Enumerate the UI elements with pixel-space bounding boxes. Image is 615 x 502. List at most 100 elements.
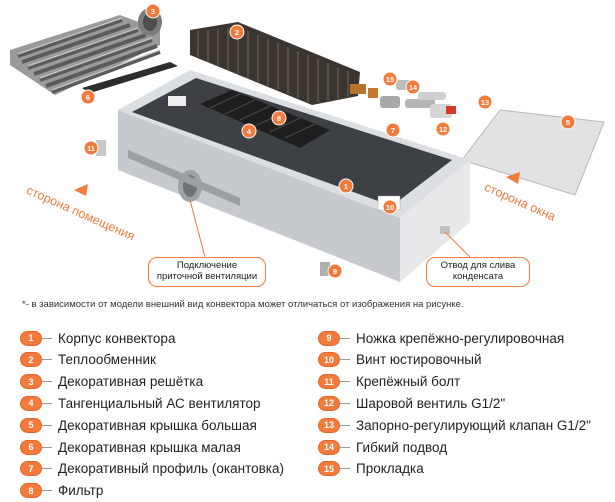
condensate-callout: Отвод для слива конденсата (426, 257, 530, 287)
mounting-bracket (96, 140, 106, 156)
legend-item-13: 13 Запорно-регулирующий клапан G1/2" (318, 415, 591, 435)
legend-connector-line (340, 381, 350, 383)
legend-label: Декоративный профиль (окантовка) (58, 461, 285, 477)
legend-number-badge: 10 (318, 352, 340, 368)
legend-connector-line (42, 402, 52, 404)
room-side-arrow (74, 184, 88, 196)
legend-item-5: 5 Декоративная крышка большая (20, 415, 257, 435)
part-badge-8: 8 (271, 110, 287, 126)
legend-item-10: 10 Винт юстировочный (318, 350, 482, 370)
legend-connector-line (340, 359, 350, 361)
legend-item-11: 11 Крепёжный болт (318, 372, 460, 392)
part-badge-number: 7 (391, 126, 395, 135)
legend-item-4: 4 Тангенциальный АС вентилятор (20, 393, 261, 413)
legend-number-badge: 2 (20, 352, 42, 368)
part-badge-10: 10 (382, 199, 398, 215)
legend-label: Тангенциальный АС вентилятор (58, 395, 261, 411)
legend-label: Корпус конвектора (58, 330, 176, 346)
legend-label: Фильтр (58, 483, 104, 499)
legend-label: Запорно-регулирующий клапан G1/2" (356, 417, 591, 433)
legend-number-badge: 14 (318, 439, 340, 455)
legend-label: Декоративная крышка большая (58, 417, 257, 433)
small-cover (82, 62, 178, 93)
legend-item-9: 9 Ножка крепёжно-регулировочная (318, 328, 564, 348)
legend-number-badge: 5 (20, 417, 42, 433)
part-badge-number: 8 (277, 114, 281, 123)
legend-number-badge: 11 (318, 374, 340, 390)
part-badge-12: 12 (435, 121, 451, 137)
part-badge-number: 10 (386, 203, 394, 212)
legend-item-3: 3 Декоративная решётка (20, 372, 203, 392)
legend-number-badge: 6 (20, 439, 42, 455)
part-badge-number: 6 (86, 93, 90, 102)
legend-connector-line (42, 468, 52, 470)
part-badge-number: 5 (566, 118, 570, 127)
window-side-arrow (506, 172, 520, 184)
legend-item-2: 2 Теплообменник (20, 350, 156, 370)
legend-label: Шаровой вентиль G1/2" (356, 395, 506, 411)
legend-connector-line (42, 359, 52, 361)
part-badge-6: 6 (80, 89, 96, 105)
legend-label: Декоративная крышка малая (58, 439, 241, 455)
legend-label: Гибкий подвод (356, 439, 448, 455)
heat-exchanger (190, 22, 366, 105)
legend-connector-line (42, 446, 52, 448)
part-badge-number: 9 (333, 267, 337, 276)
legend-item-12: 12 Шаровой вентиль G1/2" (318, 393, 505, 413)
legend-label: Теплообменник (58, 352, 156, 368)
part-badge-number: 1 (344, 182, 348, 191)
legend-item-6: 6 Декоративная крышка малая (20, 437, 241, 457)
part-badge-9: 9 (327, 263, 343, 279)
large-cover (461, 109, 605, 196)
part-badge-number: 3 (151, 7, 155, 16)
legend-number-badge: 15 (318, 461, 340, 477)
part-badge-number: 12 (439, 125, 447, 134)
legend-label: Винт юстировочный (356, 352, 482, 368)
legend-number-badge: 8 (20, 483, 42, 499)
part-badge-5: 5 (560, 114, 576, 130)
ventilation-callout: Подключение приточной вентиляции (148, 257, 266, 287)
legend-number-badge: 1 (20, 330, 42, 346)
part-badge-11: 11 (83, 140, 99, 156)
part-badge-number: 14 (409, 83, 418, 92)
part-badge-number: 2 (235, 28, 239, 37)
legend-number-badge: 13 (318, 417, 340, 433)
legend-number-badge: 7 (20, 461, 42, 477)
part-badge-4: 4 (241, 123, 257, 139)
part-badge-7: 7 (385, 122, 401, 138)
legend-item-8: 8 Фильтр (20, 481, 103, 501)
legend-connector-line (340, 446, 350, 448)
legend-connector-line (340, 402, 350, 404)
part-badge-1: 1 (338, 178, 354, 194)
part-badge-number: 13 (481, 98, 489, 107)
legend-item-1: 1 Корпус конвектора (20, 328, 175, 348)
part-badge-14: 14 (405, 79, 421, 95)
legend-number-badge: 12 (318, 395, 340, 411)
legend-connector-line (42, 337, 52, 339)
part-badge-number: 4 (247, 127, 252, 136)
part-badge-13: 13 (477, 94, 493, 110)
part-badge-number: 11 (87, 144, 95, 153)
legend-connector-line (340, 337, 350, 339)
legend-item-7: 7 Декоративный профиль (окантовка) (20, 459, 284, 479)
footnote: *- в зависимости от модели внешний вид к… (22, 299, 464, 310)
legend-label: Декоративная решётка (58, 374, 204, 390)
legend-connector-line (42, 424, 52, 426)
legend-connector-line (340, 424, 350, 426)
legend-number-badge: 3 (20, 374, 42, 390)
legend-number-badge: 4 (20, 395, 42, 411)
legend-item-14: 14 Гибкий подвод (318, 437, 447, 457)
part-badge-3: 3 (145, 3, 161, 19)
part-badge-number: 15 (386, 75, 394, 84)
legend-connector-line (42, 490, 52, 492)
legend-number-badge: 9 (318, 330, 340, 346)
convector-housing (118, 70, 470, 282)
part-badge-15: 15 (382, 71, 398, 87)
legend-label: Ножка крепёжно-регулировочная (356, 330, 565, 346)
decorative-grille-roll (10, 8, 162, 95)
legend-connector-line (340, 468, 350, 470)
legend-label: Крепёжный болт (356, 374, 461, 390)
legend-connector-line (42, 381, 52, 383)
